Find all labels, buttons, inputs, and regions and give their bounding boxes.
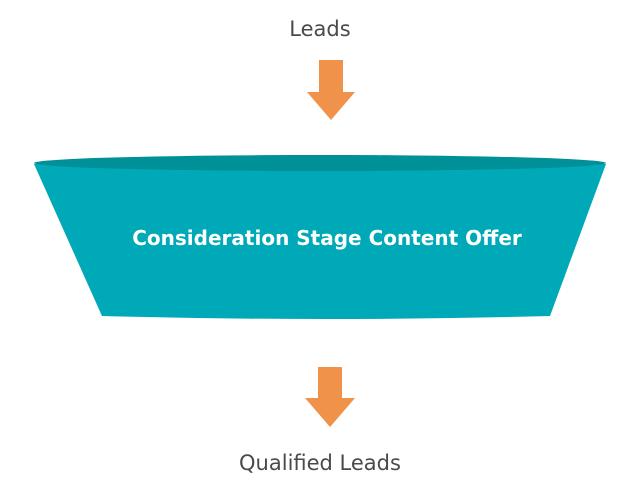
funnel-label: Consideration Stage Content Offer xyxy=(132,226,522,250)
funnel-shape xyxy=(34,164,606,319)
arrow-down-icon xyxy=(307,60,355,120)
output-label: Qualified Leads xyxy=(239,451,401,475)
funnel-rim xyxy=(34,155,606,171)
input-label: Leads xyxy=(289,17,351,41)
arrow-down-icon xyxy=(305,367,355,427)
